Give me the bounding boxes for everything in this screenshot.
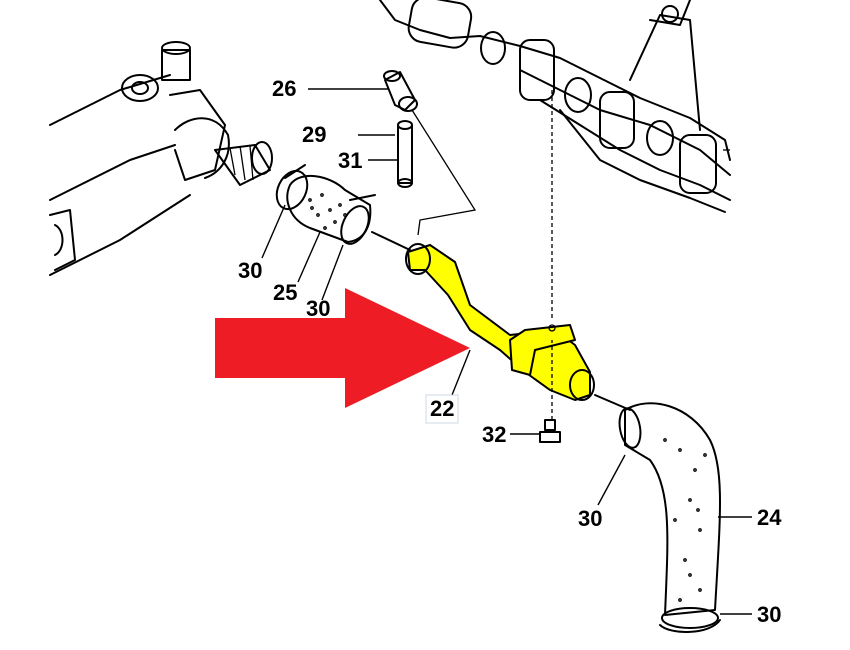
callout-30-bottom: 30 <box>757 602 781 627</box>
callout-30-right: 30 <box>578 506 602 531</box>
callout-30-left: 30 <box>238 258 262 283</box>
pipe-22-bracket <box>509 324 576 376</box>
bolt-32 <box>539 90 561 443</box>
callout-22: 22 <box>430 396 454 421</box>
callout-26: 26 <box>272 76 296 101</box>
thermostat-housing <box>49 41 273 276</box>
red-arrow-icon <box>215 288 470 408</box>
hose-25-with-clamps <box>275 164 411 251</box>
callout-24: 24 <box>757 505 782 530</box>
callout-29: 29 <box>302 122 326 147</box>
fittings <box>383 70 477 236</box>
pipe-22-body <box>407 244 591 401</box>
water-pipe-22 <box>405 243 631 411</box>
callout-32: 32 <box>482 422 506 447</box>
hose-24-with-clamps <box>618 402 721 633</box>
callout-31: 31 <box>338 148 362 173</box>
callout-25: 25 <box>273 280 297 305</box>
leader-lines <box>261 88 752 615</box>
exhaust-manifold <box>379 0 731 213</box>
callout-30-mid: 30 <box>306 296 330 321</box>
callout-22-box <box>425 394 459 424</box>
